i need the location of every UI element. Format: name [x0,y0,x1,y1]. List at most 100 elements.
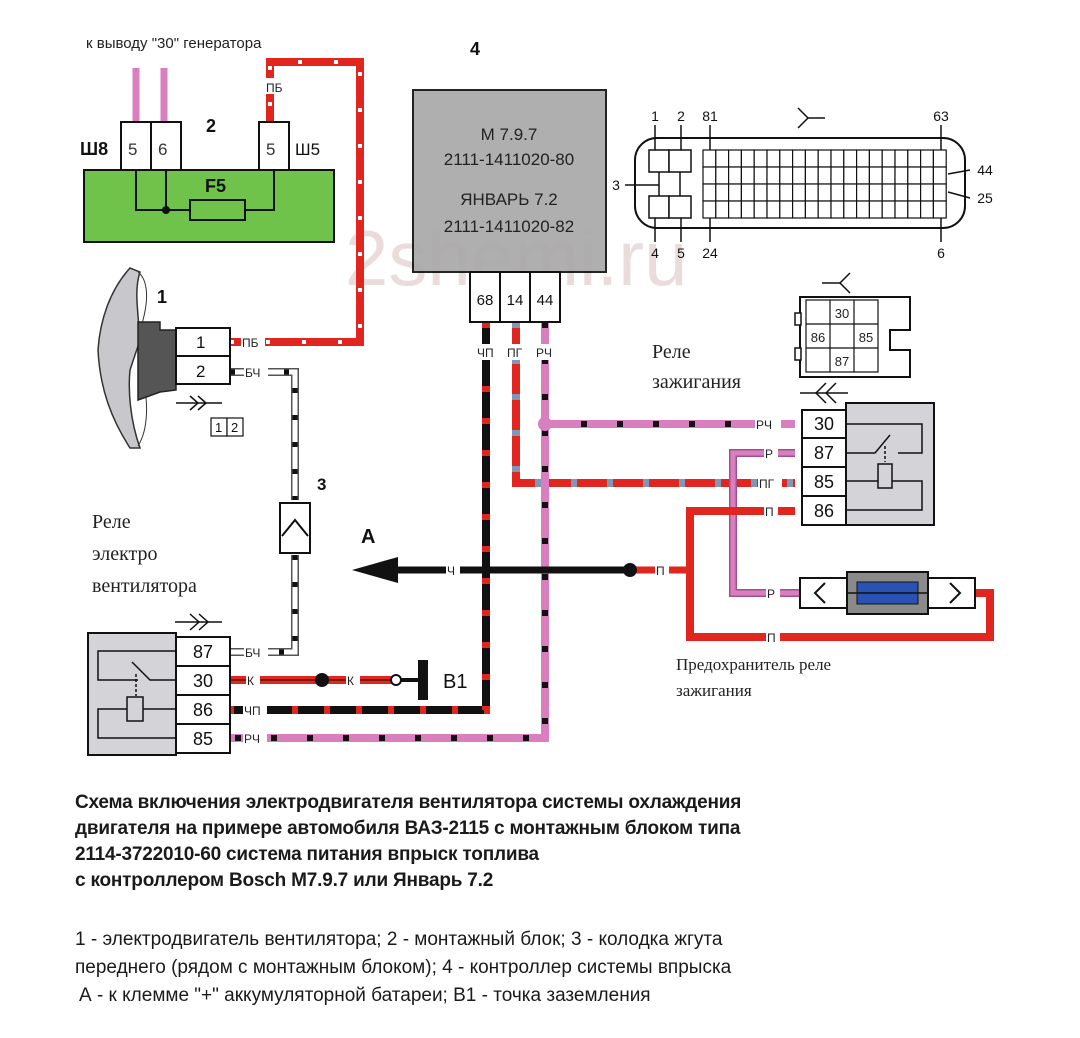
relay-schematic-icon [97,650,176,739]
ecu-pin-cell [843,166,858,185]
fan-relay: Реле электро вентилятора 87 30 86 85 [87,511,231,756]
socket-pin-30: 30 [835,306,849,321]
ecu-pin-cell [855,200,870,219]
sh8-pin-5: 5 [128,140,137,159]
fan-motor-number: 1 [157,287,167,307]
fan-motor: 1 1 2 1 2 [97,267,244,449]
ign-relay-pin-30: 30 [814,414,834,434]
wire-label-r-fuse: Р [767,587,775,601]
fan-relay-pin-85: 85 [193,729,213,749]
ecu-pin-cell [766,183,781,202]
ecu-pin-cell [881,200,896,219]
ecu-pin-cell [753,183,768,202]
ecu-pin-cell [830,149,845,168]
ecu-pin-cell [791,166,806,185]
legend-line-2: переднего (рядом с монтажным блоком); 4 … [75,957,732,978]
ecu-label-81: 81 [702,108,718,124]
fan-relay-pin-30: 30 [193,671,213,691]
wire-rch [230,322,795,742]
ecu-pin-cell [894,183,909,202]
ecu-pin-cell [855,166,870,185]
connector-chevron-icon [281,518,309,537]
wire-generator [132,68,168,122]
relay-schematic-icon [846,423,923,511]
plug-female-icon [797,107,825,129]
ecu-pin-cell [740,149,755,168]
socket-pin-86: 86 [811,330,825,345]
caption-line-2: двигателя на примере автомобиля ВАЗ-2115… [75,818,741,839]
ecu-pin-cell [919,166,934,185]
ecu-pin-cell [791,183,806,202]
wire-label-pb-block: ПБ [266,81,283,95]
ecu-pin-cell [753,166,768,185]
ecu-pin-cell [881,149,896,168]
harness-connector: 3 [279,475,326,554]
motor-pin-2: 2 [196,362,205,381]
mounting-block: 2 Ш8 5 6 5 Ш5 F5 [80,116,335,243]
diagram-legend: 1 - электродвигатель вентилятора; 2 - мо… [75,926,1055,1010]
ignition-relay-fuse: Предохранитель реле зажигания [676,571,976,700]
ecu-pin-cell [907,166,922,185]
ecu-pin-14: 14 [507,292,524,309]
ecu-pin-cell [919,200,934,219]
fan-blade-icon [97,267,142,449]
ecu-pin-cell [727,149,742,168]
plug-female-icon [800,382,848,404]
fuse-label-1: Предохранитель реле [676,655,831,674]
ecu-pin-cell [830,166,845,185]
wire-label-rch-ecu: РЧ [536,346,552,360]
ignition-relay-title-2: зажигания [652,371,741,393]
ecu-pin-cell [740,183,755,202]
legend-line-1: 1 - электродвигатель вентилятора; 2 - мо… [75,929,723,950]
ecu-pin-cell [702,166,717,185]
connector-sh5-label: Ш5 [295,140,320,159]
sh8-pin-6: 6 [158,140,167,159]
harness-connector-number: 3 [317,475,326,494]
ecu-pin-cell [932,183,947,202]
wire-label-rch-relay: РЧ [244,732,260,746]
ecu-pin-cell [907,149,922,168]
arrow-a-icon [352,557,398,583]
sh5-pin-5: 5 [266,140,275,159]
wire-label-ch: Ч [447,564,455,578]
ecu-pin-cell [868,200,883,219]
wiring-diagram: 2shemi.ru [80,35,994,756]
controller-part-1: 2111-1411020-80 [444,150,574,169]
ecu-pin-cell [894,166,909,185]
ecu-pin-cell [740,200,755,219]
ecu-pin-cell [753,149,768,168]
ecu-pin-cell [855,183,870,202]
ecu-pin-cell [932,166,947,185]
battery-label: А [361,526,375,548]
ecu-label-1: 1 [651,108,659,124]
wire-label-bch-relay: БЧ [245,646,260,660]
ecu-label-44: 44 [977,162,993,178]
ecu-label-6: 6 [937,245,945,261]
mounting-block-number: 2 [206,116,216,136]
ecu-pin-cell [932,200,947,219]
ign-relay-pin-86: 86 [814,501,834,521]
ecu-pin-cell [804,183,819,202]
ignition-relay-socket-view: 30 86 85 87 [794,272,911,378]
ecu-label-25: 25 [977,190,993,206]
ecu-pin-cell [791,200,806,219]
controller-number: 4 [470,39,480,59]
wire-label-chp-relay: ЧП [244,704,261,718]
wire-label-p-main: П [656,564,665,578]
ecu-label-4: 4 [651,245,659,261]
wire-label-chp-ecu: ЧП [477,346,494,360]
ignition-relay-title-1: Реле [652,341,691,363]
ecu-pin-cell [932,149,947,168]
ecu-pin-grid [702,149,947,219]
ecu-pin-cell [919,149,934,168]
ecu-pin-cell [830,200,845,219]
wire-r [729,449,800,597]
ecu-pin-cell [779,183,794,202]
ecu-pin-cell [881,183,896,202]
ecu-pin-cell [919,183,934,202]
pin-view-2: 2 [231,420,238,435]
ecu-pin-cell [766,200,781,219]
controller-model-2: ЯНВАРЬ 7.2 [460,190,558,209]
ecu-pin-cell [702,183,717,202]
ecu-label-24: 24 [702,245,718,261]
